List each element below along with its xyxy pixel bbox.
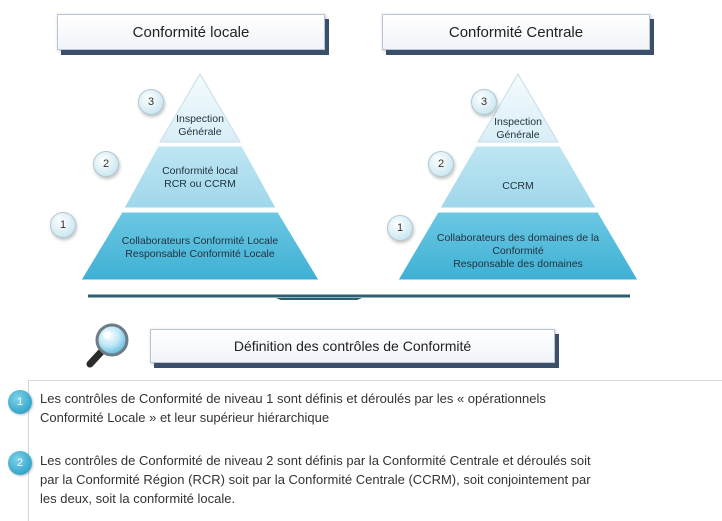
left-level-2-badge: 2	[93, 151, 119, 177]
magnifier-icon	[86, 323, 129, 368]
left-tier-3-text: Inspection Générale	[160, 113, 240, 139]
left-level-3-num: 3	[147, 96, 155, 108]
right-tier-2-line-1: CCRM	[502, 180, 534, 192]
definition-header: Définition des contrôles de Conformité	[150, 329, 555, 363]
left-tier-2-text: Conformité local RCR ou CCRM	[130, 165, 270, 191]
bullet-2-line-2: par la Conformité Région (RCR) soit par …	[40, 472, 591, 487]
right-tier-1	[397, 211, 639, 281]
left-tier-3	[159, 73, 241, 143]
right-tier-1-text: Collaborateurs des domaines de la Confor…	[415, 232, 621, 271]
right-tier-3-text: Inspection Générale	[478, 116, 558, 142]
right-tier-3-line-2: Générale	[496, 129, 540, 141]
bullet-2-num: 2	[16, 457, 24, 469]
bullet-1-text: Les contrôles de Conformité de niveau 1 …	[40, 389, 715, 427]
left-tier-2-line-1: Conformité local	[162, 165, 238, 177]
right-tier-1-line-2: Conformité	[492, 245, 544, 257]
left-level-2-num: 2	[102, 158, 110, 170]
left-tier-3-line-2: Générale	[178, 126, 222, 138]
header-conformite-centrale-label: Conformité Centrale	[448, 23, 584, 41]
left-tier-3-line-1: Inspection	[176, 113, 224, 125]
right-tier-2-text: CCRM	[478, 180, 558, 193]
right-level-3-num: 3	[480, 96, 488, 108]
header-conformite-locale-label: Conformité locale	[132, 23, 250, 41]
header-conformite-locale: Conformité locale	[57, 14, 325, 50]
bullet-2-line-3: les deux, soit la conformité locale.	[40, 491, 236, 506]
header-conformite-centrale: Conformité Centrale	[382, 14, 650, 50]
bullet-1-line-1: Les contrôles de Conformité de niveau 1 …	[40, 391, 546, 406]
left-pyramid	[80, 73, 320, 281]
down-arrow	[276, 298, 362, 300]
left-level-1-badge: 1	[50, 212, 76, 238]
bullet-1-badge: 1	[8, 390, 32, 414]
right-level-1-badge: 1	[387, 215, 413, 241]
right-level-1-num: 1	[396, 222, 404, 234]
right-tier-1-line-1: Collaborateurs des domaines de la	[436, 232, 600, 244]
right-tier-3-line-1: Inspection	[494, 116, 542, 128]
bullets-frame	[28, 380, 722, 521]
right-level-2-badge: 2	[428, 151, 454, 177]
right-level-3-badge: 3	[471, 89, 497, 115]
left-tier-1-line-2: Responsable Conformité Locale	[125, 248, 275, 260]
left-level-3-badge: 3	[138, 89, 164, 115]
pyramids	[80, 73, 639, 300]
left-tier-2-line-2: RCR ou CCRM	[164, 178, 236, 190]
bullet-1-line-2: Conformité Locale » et leur supérieur hi…	[40, 410, 330, 425]
bullet-2-line-1: Les contrôles de Conformité de niveau 2 …	[40, 453, 591, 468]
bullet-2-text: Les contrôles de Conformité de niveau 2 …	[40, 451, 715, 508]
bullet-2-badge: 2	[8, 451, 32, 475]
right-pyramid	[397, 73, 639, 281]
left-tier-1	[80, 211, 320, 281]
definition-title: Définition des contrôles de Conformité	[233, 338, 472, 354]
right-tier-1-line-3: Responsable des domaines	[453, 258, 583, 270]
right-tier-3	[477, 73, 559, 143]
left-tier-1-line-1: Collaborateurs Conformité Locale	[121, 235, 279, 247]
left-tier-1-text: Collaborateurs Conformité Locale Respons…	[95, 235, 305, 261]
right-tier-2	[439, 145, 597, 209]
left-level-1-num: 1	[59, 219, 67, 231]
right-level-2-num: 2	[437, 158, 445, 170]
bullet-1-num: 1	[16, 396, 24, 408]
left-tier-2	[123, 145, 277, 209]
